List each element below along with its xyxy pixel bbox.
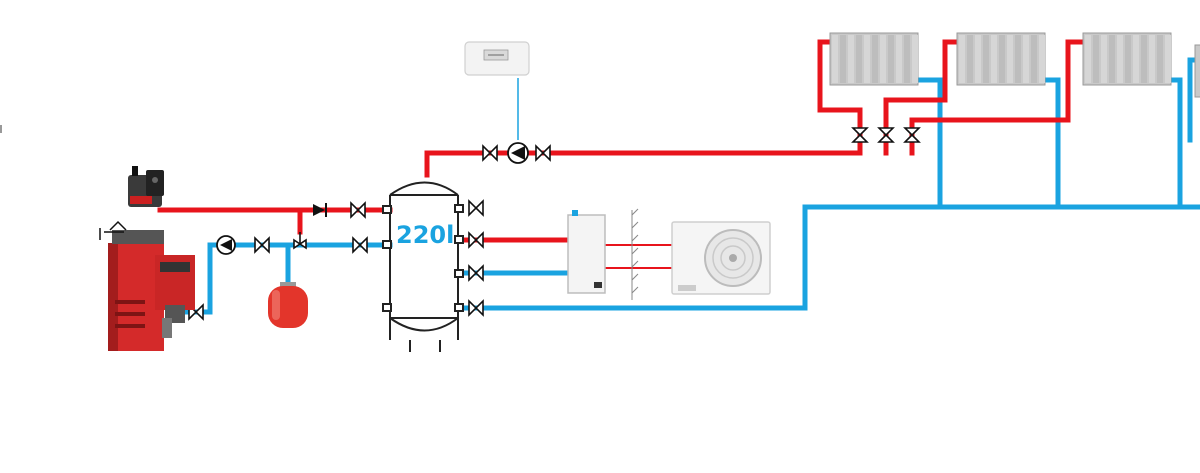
shutoff-valve: [468, 264, 484, 282]
radiator-1-return: [915, 77, 943, 210]
radiator-fin: [975, 35, 981, 83]
wall-hatch: [631, 208, 639, 300]
radiator-fin: [1133, 35, 1139, 83]
shutoff-valve: [468, 199, 484, 217]
shutoff-valve: [903, 127, 921, 143]
circulation-pump-boiler: [216, 235, 236, 255]
expansion-vessel: [268, 282, 308, 328]
radiator-fin: [1023, 35, 1029, 83]
tank-port: [454, 204, 464, 213]
radiator-fin: [967, 35, 973, 83]
radiator-fin: [1157, 35, 1163, 83]
radiator-fin: [959, 35, 965, 83]
tank-bottom-dome: [389, 317, 459, 332]
radiator-fin: [888, 35, 894, 83]
radiator-3-return: [1167, 77, 1183, 210]
radiator-fin: [1093, 35, 1099, 83]
radiator-fin: [1031, 35, 1037, 83]
shutoff-valve: [468, 231, 484, 249]
tank-port: [382, 240, 392, 249]
heat-pump-outdoor-unit: [671, 221, 771, 295]
radiator-fin: [840, 35, 846, 83]
radiator-fin: [1015, 35, 1021, 83]
shutoff-valve: [851, 127, 869, 143]
shutoff-valve: [535, 144, 551, 162]
tank-port: [382, 303, 392, 312]
shutoff-valve: [254, 236, 270, 254]
shutoff-valve: [877, 127, 895, 143]
radiator-fin: [1039, 35, 1045, 83]
tank-port: [454, 235, 464, 244]
radiator-2: [956, 32, 1046, 86]
circulation-pump-heating: [507, 142, 529, 164]
check-valve: [313, 203, 327, 217]
radiator-1-flow: [817, 39, 863, 156]
radiator-fin: [864, 35, 870, 83]
radiator-fin: [999, 35, 1005, 83]
main-return-pipe: [455, 204, 1200, 311]
relief-valve: [293, 232, 307, 250]
hot-pipes: [157, 39, 1086, 243]
heat-pump-line-set: [605, 244, 680, 269]
radiator-fin: [1101, 35, 1107, 83]
valves: [188, 127, 921, 321]
radiators: [829, 32, 1200, 98]
tank-capacity-label: 220l: [396, 221, 454, 249]
shutoff-valve: [468, 299, 484, 317]
tank-port: [454, 269, 464, 278]
radiator-1: [829, 32, 919, 86]
radiator-fin: [912, 35, 918, 83]
radiator-fin: [1109, 35, 1115, 83]
tank-port: [454, 303, 464, 312]
radiator-fin: [1141, 35, 1147, 83]
radiator-4-return: [1187, 57, 1198, 143]
heat-pump-indoor-unit: [567, 210, 606, 294]
shutoff-valve: [352, 236, 368, 254]
radiator-fin: [1149, 35, 1155, 83]
room-thermostat: [464, 41, 530, 76]
radiator-fin: [1165, 35, 1171, 83]
tank-top-flow-pipe: [424, 150, 863, 178]
radiator-fin: [983, 35, 989, 83]
radiator-fin: [1125, 35, 1131, 83]
radiator-2-return: [1042, 77, 1061, 210]
radiator-3: [1082, 32, 1172, 86]
radiator-fin: [872, 35, 878, 83]
radiator-fin: [832, 35, 838, 83]
radiator-4-partial: [1194, 44, 1200, 98]
radiator-fin: [896, 35, 902, 83]
buffer-tank: [382, 181, 464, 352]
radiator-fin: [1117, 35, 1123, 83]
radiator-fin: [1007, 35, 1013, 83]
shutoff-valve: [482, 144, 498, 162]
radiator-2-flow: [883, 39, 961, 156]
electric-flow-heater: [128, 166, 164, 207]
shutoff-valve: [350, 201, 366, 219]
radiator-fin: [904, 35, 910, 83]
radiator-fin: [1085, 35, 1091, 83]
radiator-fin: [880, 35, 886, 83]
tank-port: [382, 205, 392, 214]
radiator-fin: [991, 35, 997, 83]
tank-top-dome: [389, 181, 459, 196]
pellet-boiler: [99, 220, 195, 351]
radiator-fin: [856, 35, 862, 83]
radiator-fin: [848, 35, 854, 83]
